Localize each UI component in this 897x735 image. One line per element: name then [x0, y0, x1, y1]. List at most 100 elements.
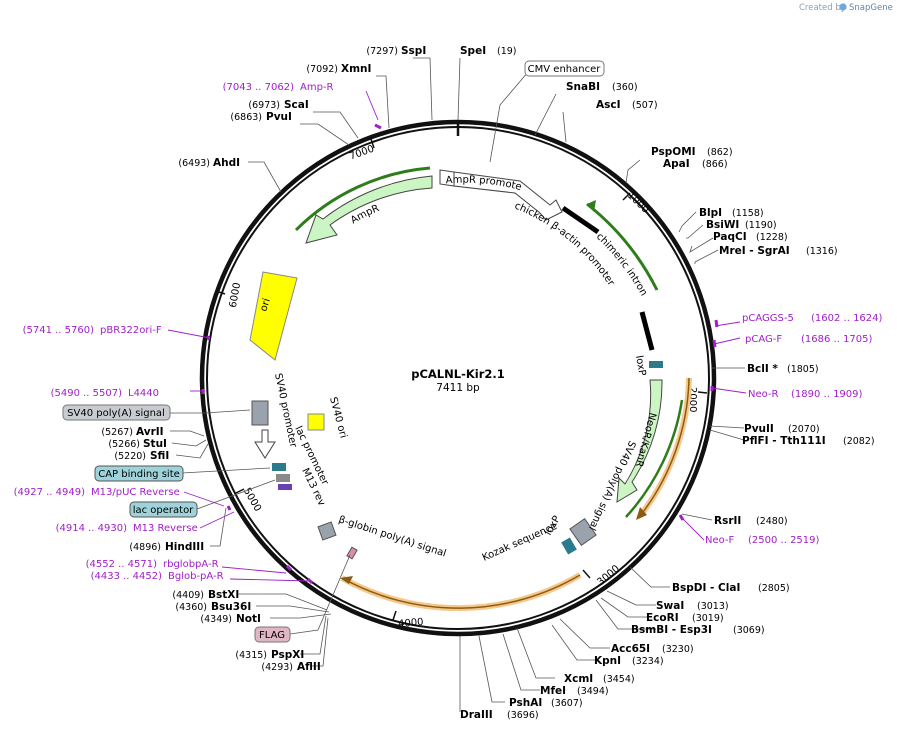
- enz-pvui-pos: (6863): [230, 112, 262, 123]
- enz-bstxi: BstXI: [208, 589, 239, 601]
- enz-aflii: AflII: [297, 661, 321, 673]
- enz-sfii-pos: (5220): [114, 451, 146, 462]
- neo-inner-track: [625, 399, 684, 518]
- enz-xcmi: XcmI: [564, 673, 593, 685]
- primer-pcagf-range: (1686 .. 1705): [801, 334, 873, 345]
- intron-segment-a: [561, 205, 600, 235]
- enz-apai-pos: (866): [702, 159, 728, 170]
- snapgene-logo-icon: [839, 3, 847, 11]
- intron-arrowhead: [587, 200, 596, 212]
- primer-neor: Neo-R: [748, 389, 779, 400]
- primer-bglob: Bglob-pA-R: [168, 571, 224, 582]
- enz-spei-pos: (19): [497, 46, 517, 57]
- enz-xmni: XmnI: [341, 63, 371, 75]
- enz-hindiii: HindIII: [165, 541, 204, 553]
- enz-pspxi-pos: (4315): [235, 650, 267, 661]
- enz-kpni: KpnI: [594, 655, 621, 667]
- loxp-label-1: loxP: [633, 355, 647, 377]
- enz-hindiii-pos: (4896): [129, 542, 161, 553]
- enz-acc65i: Acc65I: [611, 643, 650, 655]
- neor-arrow: [616, 379, 663, 503]
- enz-xcmi-pos: (3454): [603, 674, 635, 685]
- primer-neor-range: (1890 .. 1909): [791, 389, 863, 400]
- primer-labels: (7043 .. 7062) Amp-R (5741 .. 5760) pBR3…: [14, 82, 883, 582]
- brand-name: SnapGene: [849, 3, 893, 13]
- primer-m13puc: M13/pUC Reverse: [91, 487, 180, 498]
- enz-blpi-pos: (1158): [732, 208, 764, 219]
- enz-bspdi-pos: (2805): [758, 583, 790, 594]
- enz-pflfi-tth111i: PflFI - Tth111I: [742, 435, 826, 447]
- enz-xmni-pos: (7092): [306, 64, 338, 75]
- sv40-ori-label: SV40 ori: [327, 396, 349, 440]
- enz-asci: AscI: [596, 99, 621, 111]
- neor-label: NeoR/KanR: [633, 411, 658, 468]
- intron-track: [586, 202, 659, 291]
- primer-rbglob-range: (4552 .. 4571): [86, 559, 158, 570]
- enz-stui-pos: (5266): [108, 439, 140, 450]
- enz-mrei-sgrai-pos: (1316): [806, 246, 838, 257]
- primer-neof-range: (2500 .. 2519): [748, 535, 820, 546]
- primer-neof: Neo-F: [705, 535, 735, 546]
- enz-avrii: AvrII: [136, 426, 164, 438]
- loxp-marker-1: [649, 361, 663, 368]
- primer-m13rev: M13 Reverse: [133, 523, 198, 534]
- enz-acc65i-pos: (3230): [662, 644, 694, 655]
- primer-pcagf: pCAG-F: [745, 334, 782, 345]
- enz-paqci-pos: (1228): [756, 232, 788, 243]
- primer-pbr322-range: (5741 .. 5760): [23, 325, 95, 336]
- enz-scai: ScaI: [284, 99, 309, 111]
- m13-block: [278, 484, 292, 490]
- flag-block: [346, 546, 358, 560]
- enzyme-labels: (7297) SspI SpeI (19) (7092) XmnI SnaBI …: [101, 45, 874, 721]
- intron-segment-b: [639, 311, 655, 351]
- enz-snabi-pos: (360): [612, 82, 638, 93]
- tick-marks: [215, 138, 708, 621]
- enz-rsrii-pos: (2480): [756, 516, 788, 527]
- primer-marks: [201, 123, 719, 585]
- enz-pspomi-pos: (862): [707, 147, 733, 158]
- snapgene-brand: Created by SnapGene: [799, 3, 893, 13]
- brand-prefix: Created by: [799, 3, 846, 13]
- lac-operator-block: [276, 474, 290, 482]
- feature-arcs: [249, 166, 692, 612]
- tick-4000: 4000: [398, 617, 424, 630]
- enz-bspdi-clai: BspDI - ClaI: [672, 582, 740, 594]
- primer-pcaggs5-range: (1602 .. 1624): [811, 313, 883, 324]
- enz-avrii-pos: (5267): [101, 427, 133, 438]
- ampr-outer-track: [294, 166, 431, 232]
- flag-label: FLAG: [259, 630, 285, 641]
- enz-spei: SpeI: [460, 45, 486, 57]
- sv40-promoter-label: SV40 promoter: [272, 372, 299, 449]
- enz-pshai: PshAI: [509, 697, 542, 709]
- enz-sspi-pos: (7297): [366, 46, 398, 57]
- boxed-features: CMV enhancer SV40 poly(A) signal CAP bin…: [62, 60, 605, 643]
- enz-ecori-pos: (3019): [692, 613, 724, 624]
- primer-m13puc-range: (4927 .. 4949): [14, 487, 86, 498]
- enz-blpi: BlpI: [699, 207, 722, 219]
- sv40pa-left-block: [251, 400, 269, 426]
- ori-label: ori: [258, 297, 272, 313]
- enz-mfei: MfeI: [540, 685, 566, 697]
- enz-mfei-pos: (3494): [577, 686, 609, 697]
- enz-pshai-pos: (3607): [551, 698, 583, 709]
- enz-swai-pos: (3013): [697, 601, 729, 612]
- cap-binding-label: CAP binding site: [98, 469, 180, 480]
- cmv-enhancer-label: CMV enhancer: [528, 64, 602, 75]
- enz-bstxi-pos: (4409): [172, 590, 204, 601]
- enz-pvuii-pos: (2070): [788, 424, 820, 435]
- enz-pspxi: PspXI: [271, 649, 304, 661]
- enz-draiii: DraIII: [460, 709, 493, 721]
- cap-site-block: [272, 463, 286, 471]
- chicken-actin-arrow: [453, 171, 563, 221]
- enz-mrei-sgrai: MreI - SgrAI: [719, 245, 790, 257]
- loxp-marker-2: [561, 537, 577, 555]
- flag-box: [254, 626, 291, 643]
- sv40pa-block: [569, 517, 597, 547]
- primer-ampr-range: (7043 .. 7062): [223, 82, 295, 93]
- primer-pcaggs5: pCAGGS-5: [742, 313, 794, 324]
- enz-pspomi: PspOMI: [651, 146, 696, 158]
- enz-ahdi: AhdI: [213, 157, 240, 169]
- ori-arrow: [249, 271, 298, 361]
- tick-6000: 6000: [228, 282, 243, 309]
- sv40-ori-block: [307, 413, 325, 431]
